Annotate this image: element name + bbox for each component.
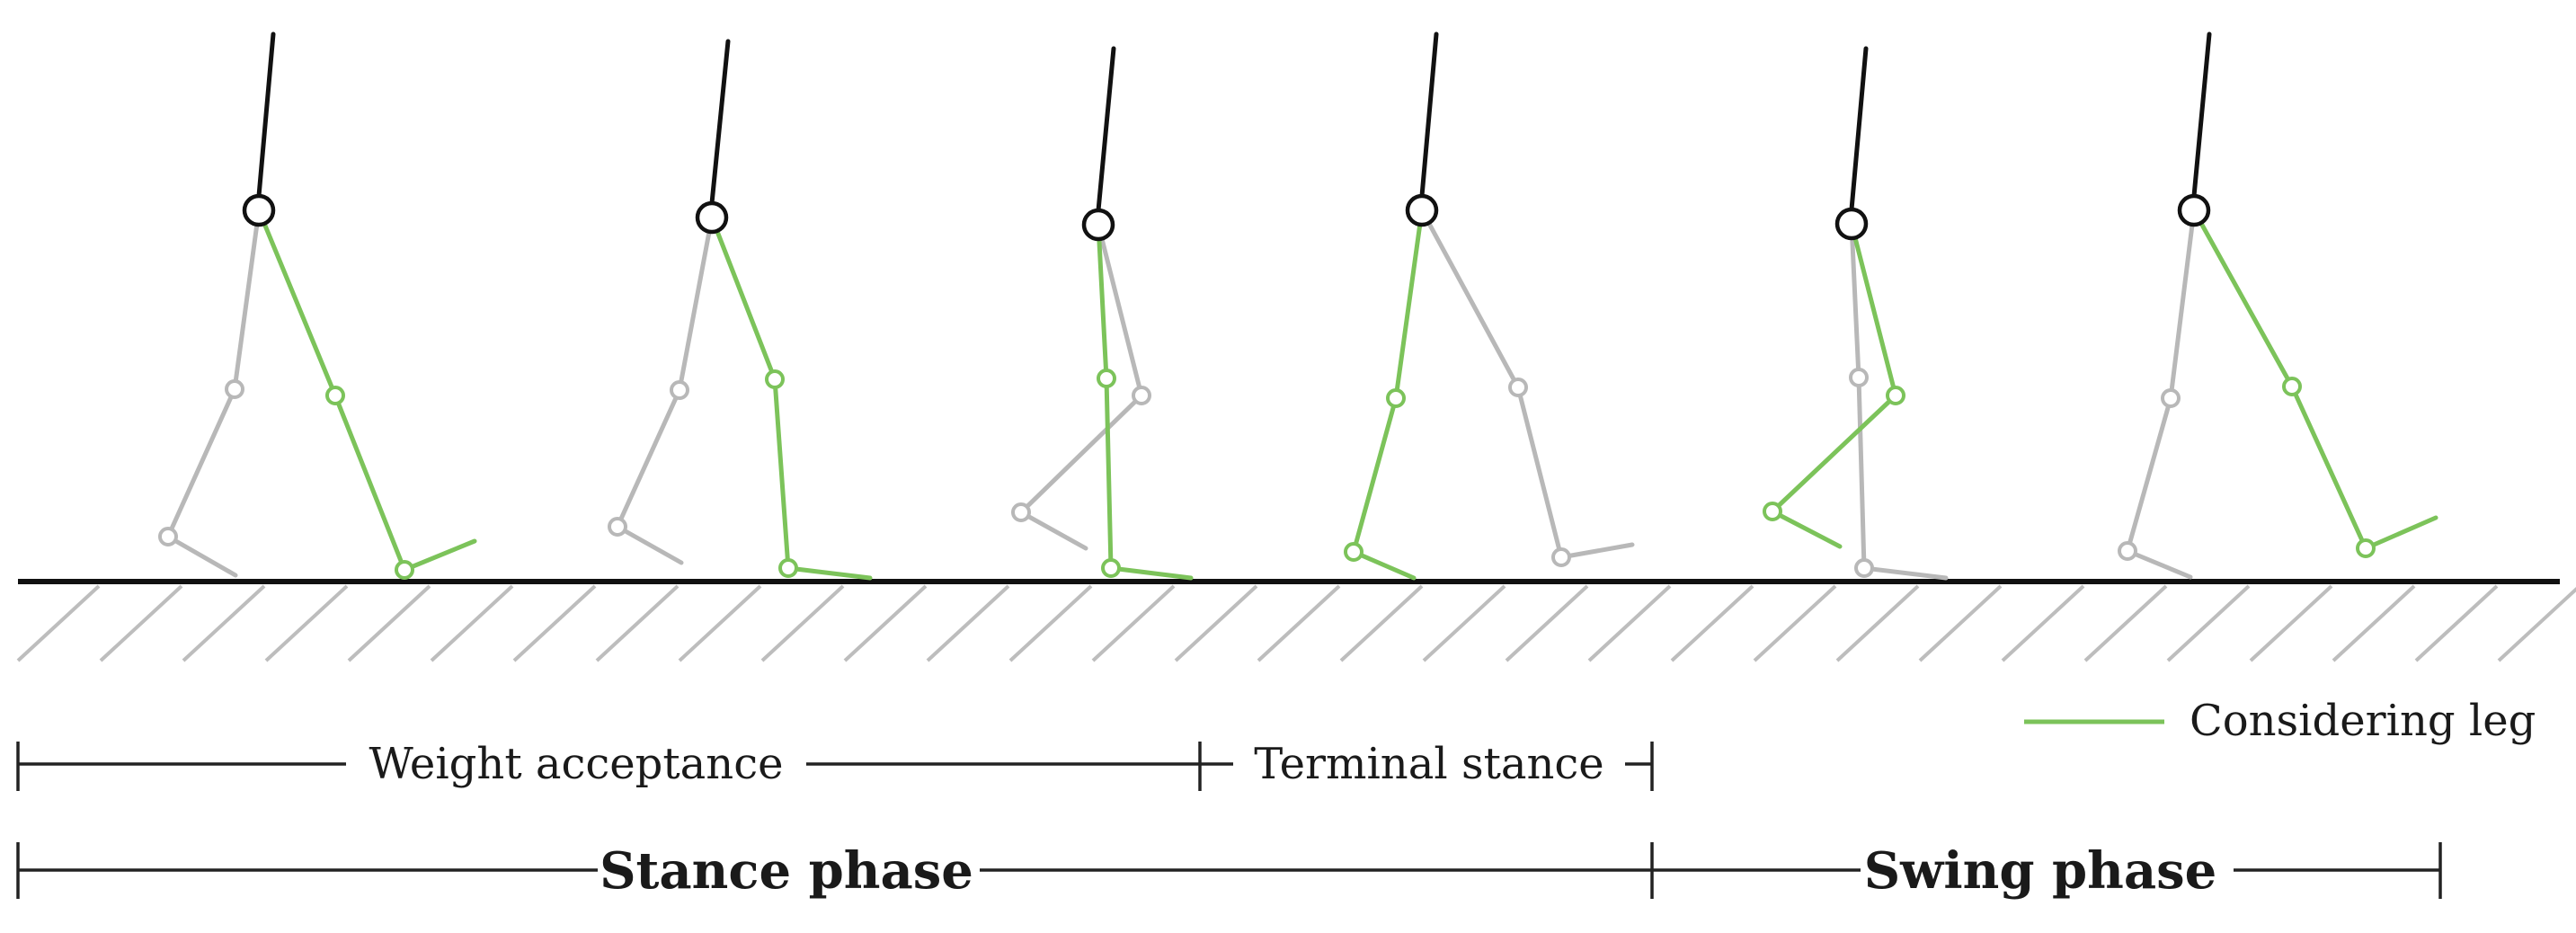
hip-joint [242,193,276,227]
subphase-bracket [16,742,1654,791]
other-ankle-joint [1854,558,1874,578]
other-ankle-joint [1011,502,1031,522]
other-knee-joint [670,380,689,400]
frame-1 [158,31,477,580]
hatch-stroke [2249,584,2333,662]
hatch-stroke [595,584,680,662]
frame-3 [1011,46,1194,581]
other-ankle-joint [158,527,178,546]
other-leg [1018,222,1144,551]
frame-4 [1344,31,1635,581]
considering-knee-joint [1097,369,1116,388]
hatch-stroke [2414,584,2499,662]
frame-6 [2118,31,2438,580]
other-ankle-joint [608,517,627,537]
considering-ankle-joint [2356,538,2376,558]
hatch-stroke [1257,584,1341,662]
considering-knee-joint [2282,377,2302,396]
hatch-stroke [2332,584,2416,662]
hatch-stroke [678,584,762,662]
hip-joint [1405,193,1439,227]
hip-joint [695,200,729,235]
other-leg [165,208,262,578]
considering-ankle-joint [395,560,414,580]
frame-5 [1763,46,1949,581]
legend: Considering leg [2024,696,2536,746]
considering-ankle-joint [778,558,798,578]
phase-label-stance: Stance phase [600,841,973,901]
hatch-stroke [1008,584,1093,662]
hatch-stroke [1918,584,2003,662]
hatch-stroke [182,584,266,662]
other-leg [615,215,715,565]
trunk [1419,31,1439,199]
hatch-stroke [1422,584,1506,662]
trunk [2191,31,2212,199]
hatch-stroke [843,584,928,662]
hatch-stroke [347,584,431,662]
hatch-stroke [1505,584,1589,662]
hatch-stroke [512,584,597,662]
other-knee-joint [1508,378,1528,397]
phase-bracket [16,842,2442,899]
hatch-stroke [2497,586,2576,662]
considering-ankle-joint [1763,502,1782,521]
considering-leg [1351,208,1425,581]
hatch-stroke [1174,584,1258,662]
hip-joint [1834,207,1869,241]
trunk [709,39,731,206]
hatch-stroke [2001,584,2085,662]
subphase-label-weight-acceptance: Weight acceptance [369,739,784,789]
considering-leg [2191,208,2438,551]
other-ankle-joint [2118,541,2137,561]
hatch-stroke [1670,584,1754,662]
other-leg [2125,208,2197,580]
hatch-stroke [2083,584,2168,662]
frame-2 [608,39,873,581]
hatch-stroke [1091,584,1176,662]
trunk [1096,46,1116,213]
hatch-stroke [16,584,101,662]
trunk [1849,46,1869,212]
other-knee-joint [1132,386,1151,405]
hip-joint [2177,193,2211,227]
considering-leg [256,208,477,573]
hatch-stroke [264,584,349,662]
legend-label: Considering leg [2190,696,2536,746]
other-knee-joint [2161,388,2181,408]
gait-frames [158,31,2438,581]
hatch-stroke [1339,584,1424,662]
hatch-stroke [1753,584,1837,662]
hatch-stroke [760,584,845,662]
hatch-stroke [1587,584,1672,662]
trunk [256,31,276,199]
hatch-stroke [2166,584,2251,662]
other-leg [1419,208,1635,560]
considering-leg [1096,222,1194,581]
considering-knee-joint [325,386,345,405]
other-leg [1849,221,1949,581]
considering-ankle-joint [1101,558,1121,578]
phase-label-swing: Swing phase [1864,841,2217,901]
other-knee-joint [1849,368,1869,387]
hatch-stroke [926,584,1010,662]
hatch-stroke [430,584,514,662]
ground-hatching [16,584,2576,662]
considering-knee-joint [765,369,785,389]
hatch-stroke [99,584,183,662]
hip-joint [1081,208,1115,242]
considering-leg [1770,221,1898,549]
considering-knee-joint [1886,386,1905,405]
other-knee-joint [225,379,244,399]
hatch-stroke [1835,584,1920,662]
considering-knee-joint [1386,388,1406,408]
other-ankle-joint [1551,547,1571,567]
considering-leg [709,215,873,581]
subphase-label-terminal-stance: Terminal stance [1254,739,1603,789]
considering-ankle-joint [1344,542,1364,562]
